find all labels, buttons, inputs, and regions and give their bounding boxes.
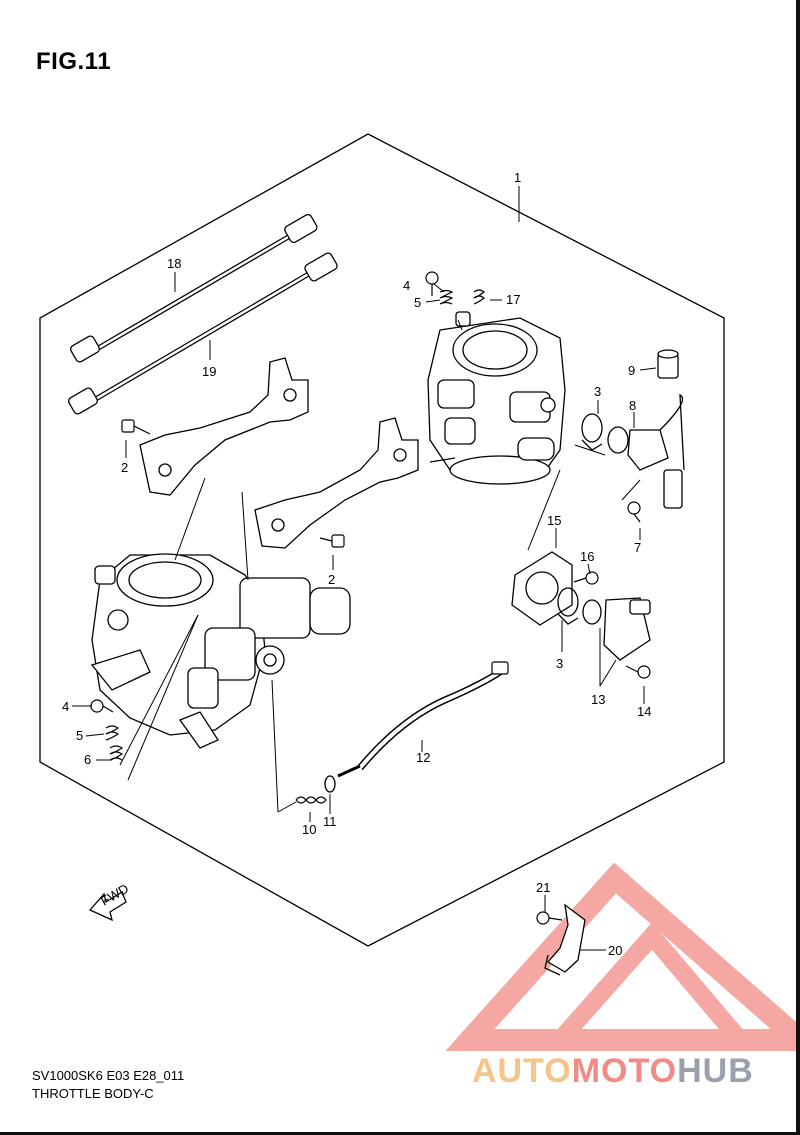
clip-20 [544,903,586,976]
callout-11: 11 [323,814,337,829]
callout-8: 8 [629,398,636,413]
screw-21 [536,911,563,925]
washer-11 [324,775,336,793]
callout-18: 18 [167,256,181,271]
footer-name: THROTTLE BODY-C [32,1086,154,1101]
callout-7: 7 [634,540,641,555]
relation-lines [119,319,641,813]
callout-19: 19 [202,364,216,379]
fuel-pipe-19 [68,252,338,415]
screw-4-rear [425,271,439,296]
tps-sensor-8 [607,393,685,509]
callout-14: 14 [637,704,651,719]
spring-17 [473,289,485,305]
callout-20: 20 [608,943,622,958]
callout-9: 9 [628,363,635,378]
figure-title: FIG.11 [36,48,112,75]
cap-9 [657,349,679,379]
spring-6 [109,745,124,761]
callout-13: 13 [591,692,605,707]
screw-16 [573,571,599,585]
callout-17: 17 [506,292,520,307]
watermark-part2: MOTO [571,1052,678,1090]
throttle-body-front [90,553,351,749]
spring-5-rear [439,289,454,305]
callout-6: 6 [84,752,91,767]
leader-lines [72,186,657,951]
screw-14 [625,665,651,679]
callout-2-upper: 2 [121,460,128,475]
o-ring-3-upper [581,413,603,451]
screw-7 [627,501,641,523]
callout-21: 21 [536,880,550,895]
callout-3-upper: 3 [594,384,601,399]
fwd-arrow-icon [88,891,127,922]
callout-4-rear: 4 [403,278,410,293]
spring-10 [295,796,327,804]
hose-12 [337,661,509,778]
watermark-part3: HUB [677,1052,754,1090]
callout-5-front: 5 [76,728,83,743]
page-border-bottom [0,1132,800,1135]
sensor-13 [582,597,651,661]
watermark-logo [445,862,800,1051]
watermark-part1: AUTO [472,1052,572,1090]
gasket-15 [511,551,573,626]
callout-12: 12 [416,750,430,765]
footer-code: SV1000SK6 E03 E28_011 [32,1068,185,1083]
bracket-lower [254,417,419,549]
bolt-2-upper [121,419,151,435]
screw-4-front [90,699,114,713]
callout-5-rear: 5 [414,295,421,310]
spring-5-front [105,725,120,741]
callout-2-lower: 2 [328,572,335,587]
o-ring-3-lower [557,587,579,625]
callout-16: 16 [580,549,594,564]
callout-15: 15 [547,513,561,528]
callout-3-lower: 3 [556,656,563,671]
bolt-2-lower [319,534,345,548]
watermark-text: AUTOMOTOHUB [472,1052,754,1091]
callout-10: 10 [302,822,316,837]
page-border-right [796,0,800,1135]
throttle-body-rear [427,311,566,485]
callout-1: 1 [514,170,521,185]
assembly-boundary [39,133,725,947]
fuel-pipe-18 [70,214,318,363]
bracket-upper [139,357,309,496]
callout-4-front: 4 [62,699,69,714]
